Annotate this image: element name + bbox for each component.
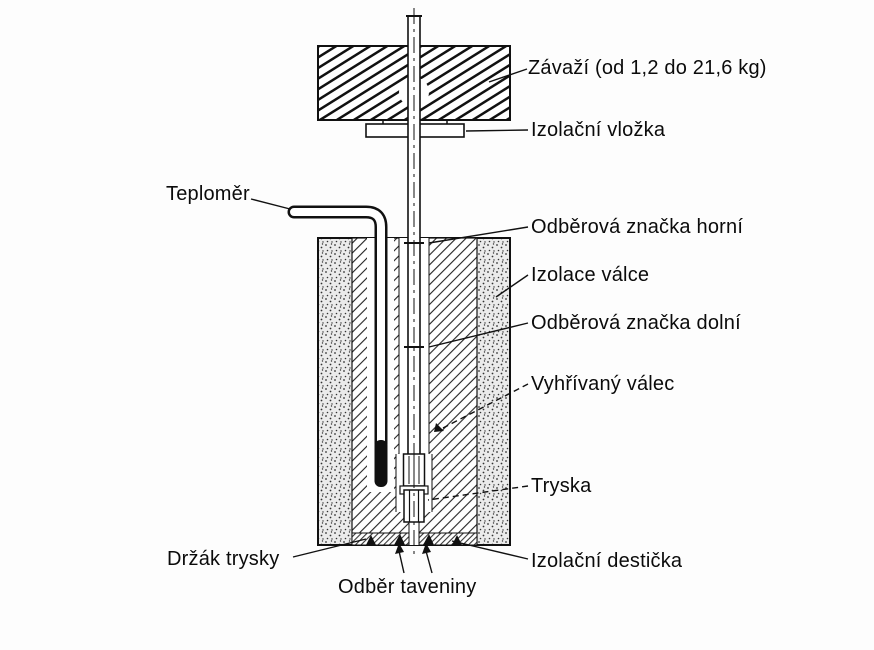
thermometer [287,205,388,487]
label-insulating-insert: Izolační vložka [531,119,666,141]
label-cylinder-insulation: Izolace válce [531,264,650,286]
melt-outlet-arrows [395,543,433,574]
label-melt-sampling: Odběr taveniny [338,576,477,598]
label-thermometer: Teploměr [166,183,250,205]
label-insulating-plate: Izolační destička [531,550,683,572]
label-nozzle-holder: Držák trysky [167,548,280,570]
thermometer-bulb [374,440,388,487]
label-lower-sampling-mark: Odběrová značka dolní [531,312,741,334]
leader-lines [250,68,529,560]
label-nozzle: Tryska [531,475,592,497]
label-heated-cylinder: Vyhřívaný válec [531,373,675,395]
label-upper-sampling-mark: Odběrová značka horní [531,216,744,238]
label-weight: Závaží (od 1,2 do 21,6 kg) [528,57,767,79]
